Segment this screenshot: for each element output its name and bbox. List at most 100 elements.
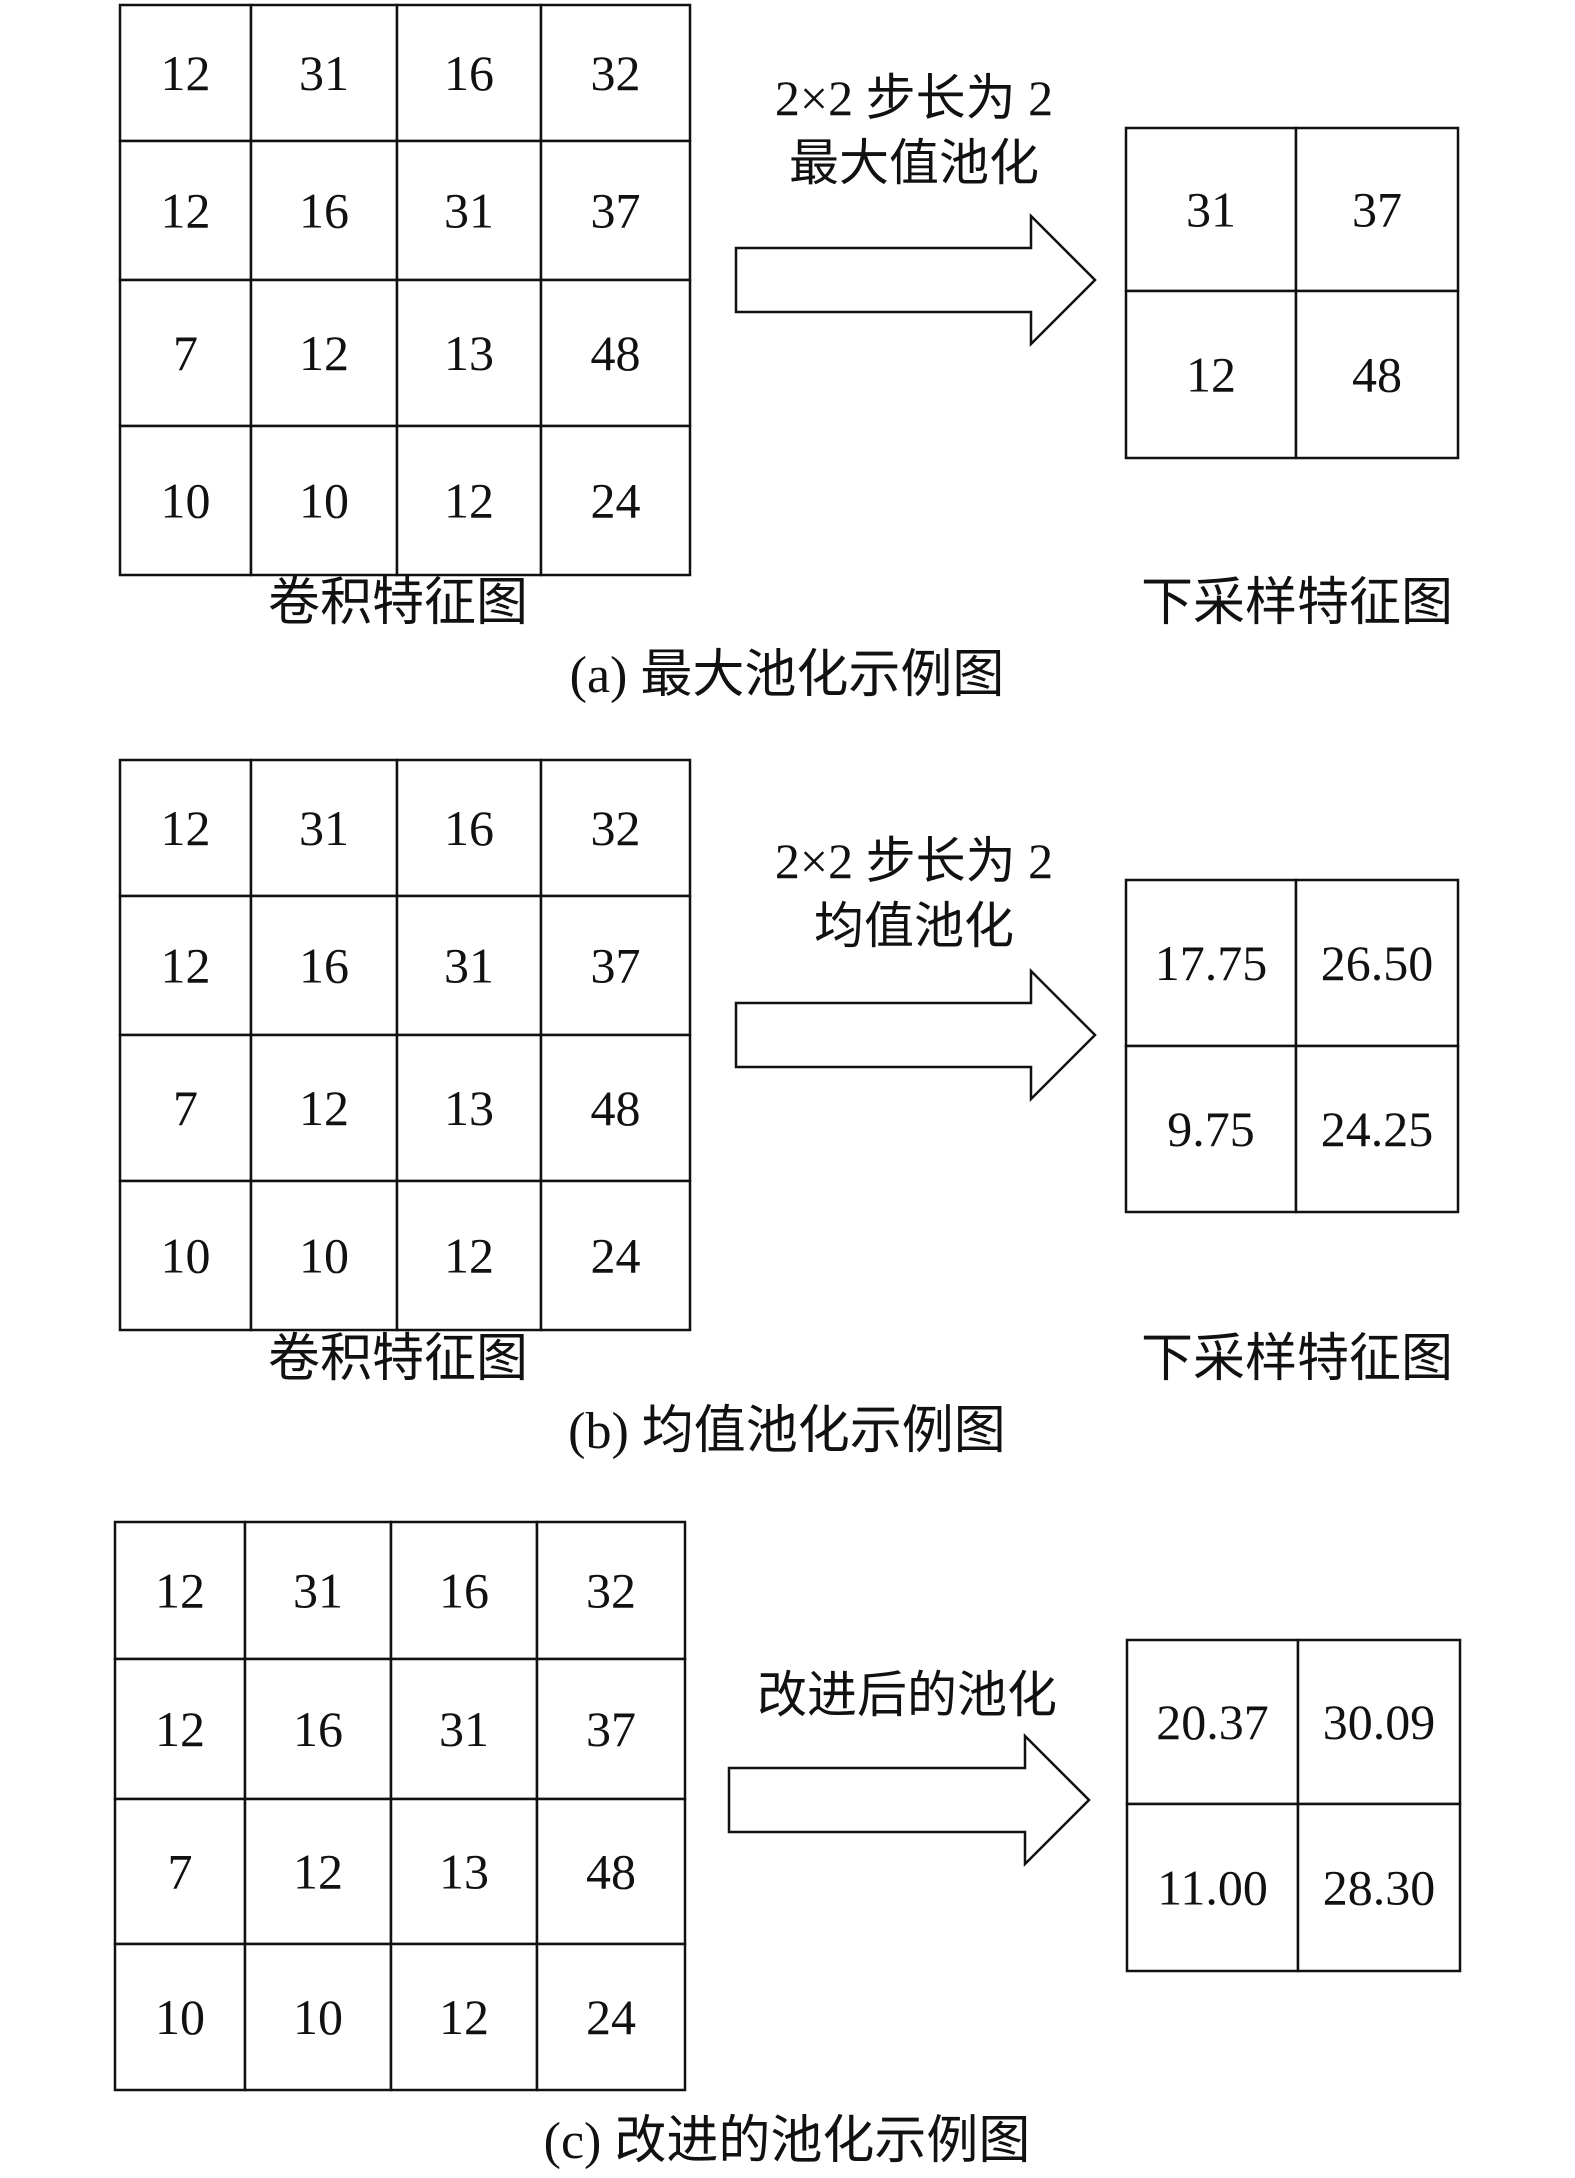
input-grid-cell [118, 424, 253, 577]
operation-label: 2×2 步长为 2 [775, 70, 1053, 126]
input-grid-cell [113, 1942, 247, 2092]
output-grid-value: 26.50 [1321, 935, 1434, 991]
input-grid-value: 12 [155, 1701, 205, 1757]
input-grid-cell [118, 894, 253, 1037]
operation-label: 均值池化 [814, 898, 1014, 954]
input-grid-value: 37 [591, 183, 641, 239]
input-grid-cell [395, 3, 543, 143]
output-grid-value: 48 [1352, 347, 1402, 403]
input-grid-value: 16 [439, 1563, 489, 1619]
input-grid-value: 37 [586, 1701, 636, 1757]
input-grid-cell [539, 894, 692, 1037]
output-grid-value: 37 [1352, 182, 1402, 238]
input-grid-cell [389, 1657, 539, 1801]
output-grid-cell [1294, 289, 1460, 460]
input-grid-cell [118, 3, 253, 143]
output-grid-value: 9.75 [1167, 1101, 1255, 1157]
input-grid-cell [249, 758, 399, 898]
input-grid-cell [243, 1797, 393, 1946]
input-grid-cell [395, 758, 543, 898]
input-grid-value: 31 [444, 938, 494, 994]
input-grid-value: 48 [591, 325, 641, 381]
input-grid-value: 31 [444, 183, 494, 239]
input-grid-value: 12 [439, 1989, 489, 2045]
input-grid-value: 32 [586, 1563, 636, 1619]
input-grid-value: 12 [161, 938, 211, 994]
output-grid-cell [1124, 289, 1298, 460]
input-grid-value: 12 [293, 1844, 343, 1900]
input-grid-cell [389, 1520, 539, 1661]
input-grid-value: 13 [444, 1080, 494, 1136]
output-grid-value: 20.37 [1156, 1694, 1269, 1750]
input-grid-value: 12 [299, 1080, 349, 1136]
input-grid-value: 7 [168, 1844, 193, 1900]
input-grid-value: 10 [293, 1989, 343, 2045]
panel-caption: (c) 改进的池化示例图 [544, 2113, 1031, 2170]
input-grid-value: 31 [439, 1701, 489, 1757]
input-grid-value: 10 [299, 473, 349, 529]
input-grid-value: 37 [591, 938, 641, 994]
operation-label: 2×2 步长为 2 [775, 833, 1053, 889]
input-grid-cell [113, 1797, 247, 1946]
output-grid-cell [1125, 1802, 1300, 1973]
input-grid-value: 31 [293, 1563, 343, 1619]
input-grid-cell [539, 424, 692, 577]
input-grid-value: 12 [161, 800, 211, 856]
input-grid-value: 31 [299, 800, 349, 856]
input-grid-value: 24 [591, 1228, 641, 1284]
input-grid-value: 10 [161, 1228, 211, 1284]
input-grid-cell [389, 1797, 539, 1946]
input-grid-value: 24 [586, 1989, 636, 2045]
input-grid-cell [249, 424, 399, 577]
input-grid-cell [243, 1657, 393, 1801]
input-grid-value: 16 [299, 183, 349, 239]
output-label: 下采样特征图 [1141, 575, 1453, 632]
input-grid-value: 16 [293, 1701, 343, 1757]
output-grid-cell [1124, 126, 1298, 293]
output-grid-cell [1296, 1802, 1462, 1973]
input-grid-cell [249, 3, 399, 143]
input-grid-value: 32 [591, 45, 641, 101]
right-arrow-icon [734, 967, 1097, 1103]
input-grid-cell [535, 1942, 687, 2092]
input-grid-value: 16 [299, 938, 349, 994]
input-grid-value: 13 [439, 1844, 489, 1900]
input-grid-value: 16 [444, 45, 494, 101]
input-grid-cell [249, 1179, 399, 1332]
input-grid-cell [249, 139, 399, 282]
input-label: 卷积特征图 [268, 1331, 528, 1388]
input-grid-cell [243, 1942, 393, 2092]
operation-label: 改进后的池化 [757, 1667, 1057, 1723]
panel-caption: (b) 均值池化示例图 [568, 1403, 1006, 1460]
input-grid-value: 32 [591, 800, 641, 856]
right-arrow-icon [727, 1732, 1091, 1868]
input-label: 卷积特征图 [268, 575, 528, 632]
input-grid-cell [243, 1520, 393, 1661]
input-grid-cell [395, 1179, 543, 1332]
input-grid-cell [395, 1033, 543, 1183]
input-grid-cell [118, 1033, 253, 1183]
input-grid-cell [539, 758, 692, 898]
input-grid-value: 48 [591, 1080, 641, 1136]
input-grid-cell [389, 1942, 539, 2092]
input-grid-value: 12 [161, 183, 211, 239]
output-grid-value: 11.00 [1157, 1860, 1268, 1916]
input-grid-cell [535, 1657, 687, 1801]
output-grid-cell [1124, 878, 1298, 1048]
input-grid-value: 31 [299, 45, 349, 101]
input-grid-value: 24 [591, 473, 641, 529]
input-grid-cell [539, 278, 692, 428]
input-grid-value: 10 [299, 1228, 349, 1284]
output-grid-value: 12 [1186, 347, 1236, 403]
input-grid-cell [395, 894, 543, 1037]
output-grid-cell [1294, 126, 1460, 293]
input-grid-value: 16 [444, 800, 494, 856]
input-grid-cell [118, 758, 253, 898]
input-grid-cell [535, 1520, 687, 1661]
input-grid-cell [535, 1797, 687, 1946]
